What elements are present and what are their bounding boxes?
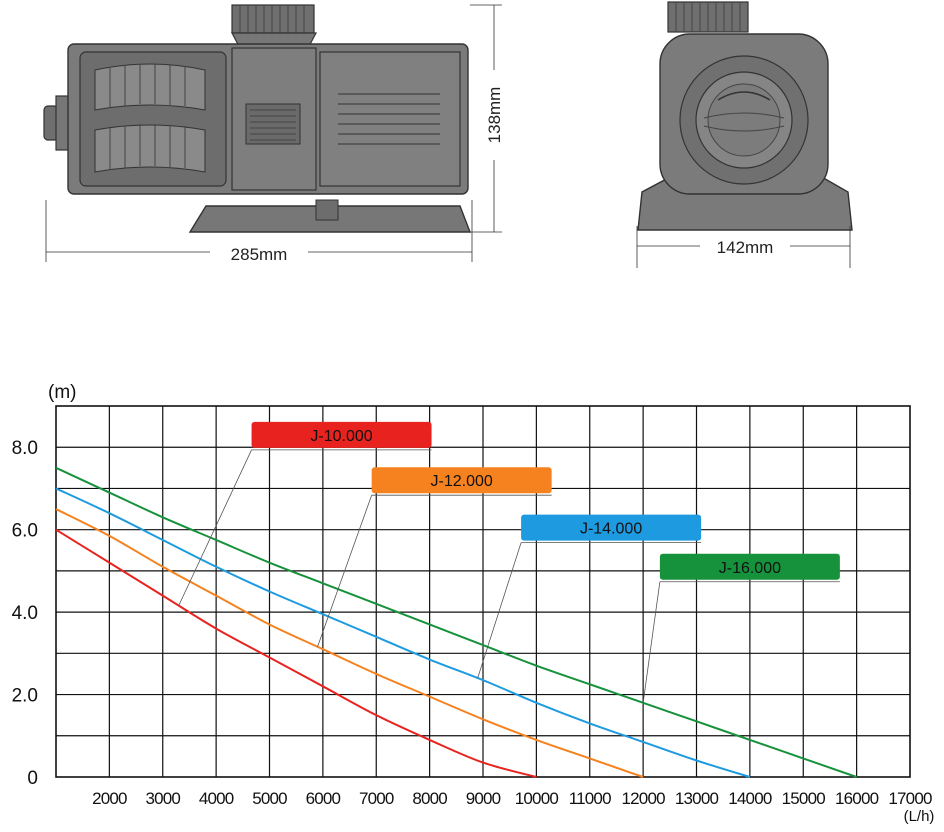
x-axis-label: (L/h) — [904, 808, 935, 825]
x-tick-label: 12000 — [621, 789, 665, 808]
y-tick-label: 6.0 — [12, 521, 38, 542]
y-tick-label: 2.0 — [12, 686, 38, 707]
leader-line — [178, 449, 252, 606]
y-tick-label: 0 — [27, 768, 38, 789]
series-label-box — [371, 467, 552, 494]
pump-drawing: 285mm 138mm 142mm — [43, 1, 853, 268]
pump-front-view — [637, 1, 853, 231]
y-tick-label: 4.0 — [12, 603, 38, 624]
series-label: J-10.000 — [310, 428, 372, 445]
series-label-box — [659, 553, 840, 580]
series-label: J-12.000 — [431, 473, 493, 490]
x-tick-label: 13000 — [675, 789, 719, 808]
pump-side-view — [43, 4, 472, 233]
x-tick-label: 14000 — [728, 789, 772, 808]
x-tick-label: 8000 — [412, 789, 447, 808]
chart-axes: 0 2.0 4.0 6.0 8.0 (m) 2000 3000 4000 5000 6000 7000… — [12, 382, 935, 825]
y-axis-label: (m) — [48, 382, 76, 403]
chart-series — [55, 466, 857, 778]
leader-line — [477, 542, 522, 679]
x-tick-label: 2000 — [92, 789, 127, 808]
x-tick-label: 11000 — [569, 789, 611, 808]
x-tick-label: 6000 — [306, 789, 341, 808]
series-line — [55, 528, 537, 778]
y-tick-label: 8.0 — [12, 438, 38, 459]
series-line — [55, 487, 751, 778]
x-tick-label: 17000 — [888, 789, 932, 808]
series-label-box — [251, 421, 432, 448]
leader-line — [317, 495, 373, 647]
series-label-box — [521, 514, 702, 541]
x-tick-label: 10000 — [515, 789, 559, 808]
front-width-label: 142mm — [717, 238, 774, 257]
x-tick-label: 15000 — [782, 789, 826, 808]
side-dimension-lines — [45, 4, 502, 262]
side-length-label: 285mm — [231, 245, 288, 264]
series-line — [55, 508, 644, 778]
side-height-label: 138mm — [485, 87, 504, 144]
series-label: J-14.000 — [580, 521, 642, 538]
chart-grid — [55, 405, 911, 778]
leader-line — [642, 581, 661, 703]
x-tick-label: 7000 — [359, 789, 394, 808]
x-tick-label: 4000 — [199, 789, 234, 808]
series-label: J-16.000 — [719, 560, 781, 577]
front-dimension-lines — [636, 226, 851, 268]
x-tick-label: 16000 — [835, 789, 879, 808]
x-tick-label: 9000 — [466, 789, 501, 808]
x-tick-label: 5000 — [252, 789, 287, 808]
series-line — [55, 466, 857, 778]
x-tick-label: 3000 — [145, 789, 180, 808]
